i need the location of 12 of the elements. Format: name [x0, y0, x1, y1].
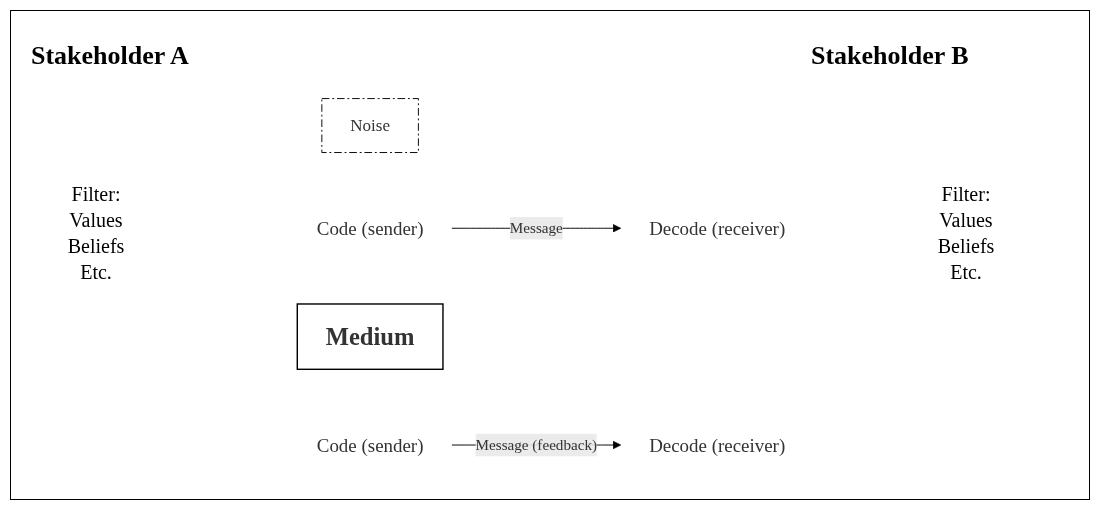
edge-label: Message — [509, 219, 563, 236]
node-text: Decode (receiver) — [649, 434, 786, 456]
heading: Stakeholder A — [31, 41, 189, 71]
node-box: Medium — [296, 303, 444, 370]
filter-text: Filter: Values Beliefs Etc. — [66, 182, 126, 285]
node-text: Code (sender) — [316, 434, 424, 456]
node-box: Noise — [321, 98, 419, 153]
node-text: Decode (receiver) — [649, 217, 786, 239]
filter-text: Filter: Values Beliefs Etc. — [936, 182, 996, 285]
node-text: Code (sender) — [316, 217, 424, 239]
heading: Stakeholder B — [811, 41, 969, 71]
edge-label: Message (feedback) — [475, 436, 598, 453]
